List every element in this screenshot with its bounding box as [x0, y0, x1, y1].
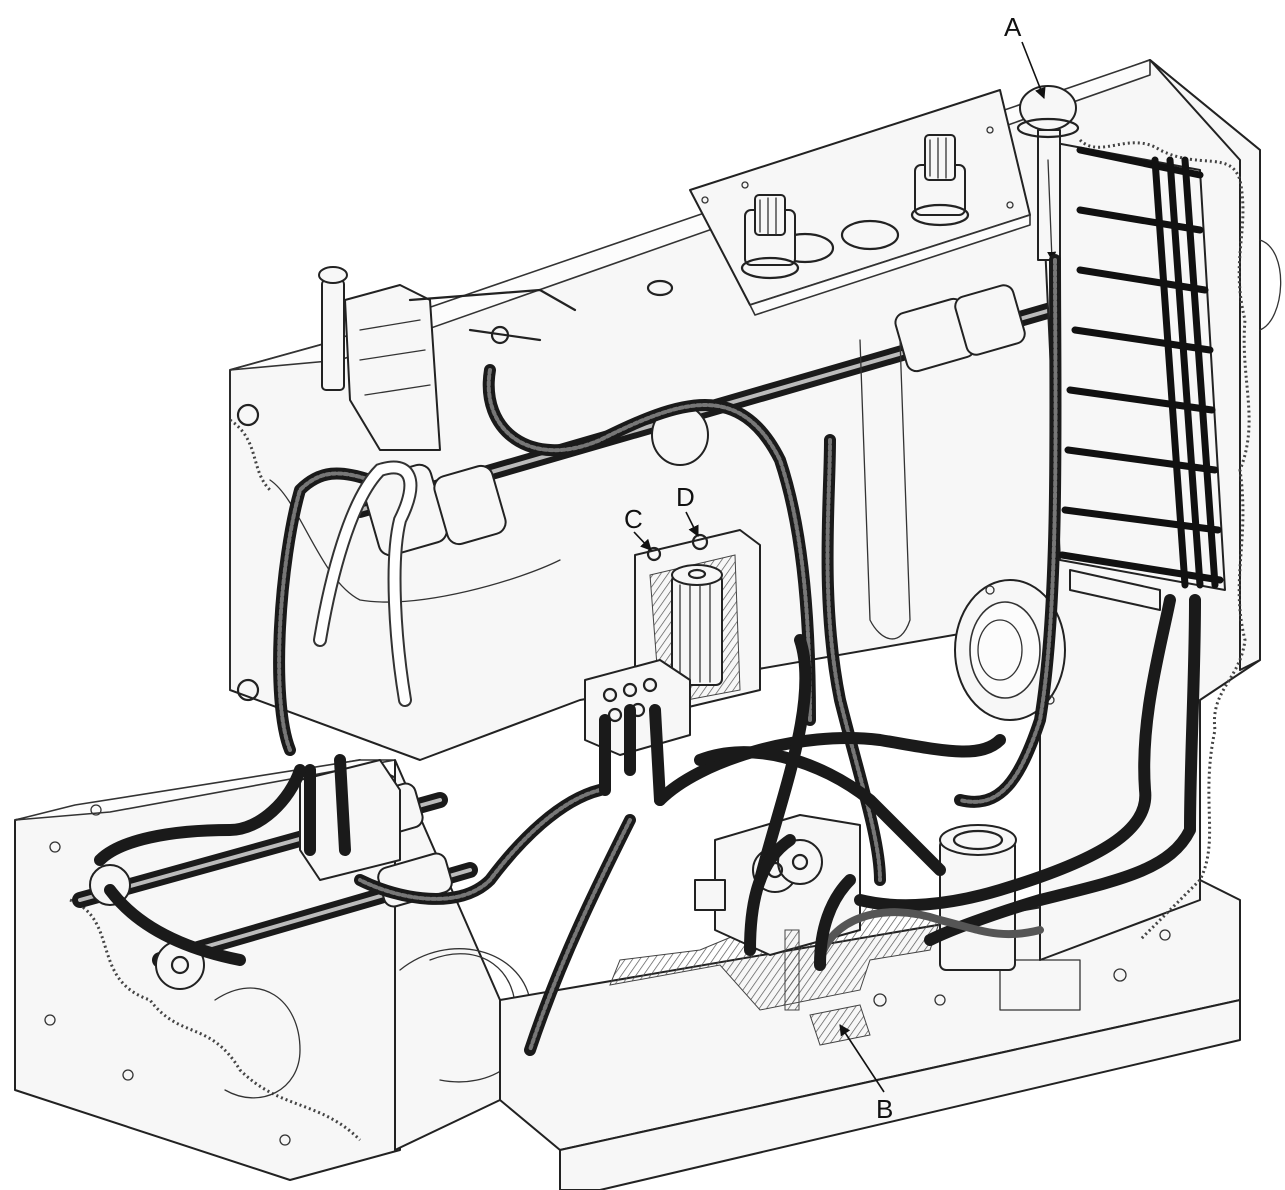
take-up-mechanism	[318, 266, 577, 451]
callout-d: D	[676, 482, 699, 538]
bearing-flange	[954, 579, 1066, 721]
callout-b: B	[839, 1024, 893, 1124]
tension-knob-right	[910, 134, 970, 227]
oil-lines	[94, 254, 1201, 1056]
machine-bed	[14, 759, 532, 1181]
callout-label-b: B	[876, 1094, 893, 1124]
callout-a: A	[1004, 12, 1046, 100]
callout-label-a: A	[1004, 12, 1022, 42]
tension-knob-left	[740, 194, 800, 280]
oil-cooler	[1039, 139, 1226, 611]
callout-label-c: C	[624, 504, 643, 534]
oil-filler-cap	[1016, 85, 1080, 261]
transparent-hose	[313, 460, 418, 707]
cylinder-housing	[939, 824, 1017, 971]
callout-label-d: D	[676, 482, 695, 512]
callout-c: C	[624, 504, 652, 551]
top-plate	[646, 89, 1031, 316]
